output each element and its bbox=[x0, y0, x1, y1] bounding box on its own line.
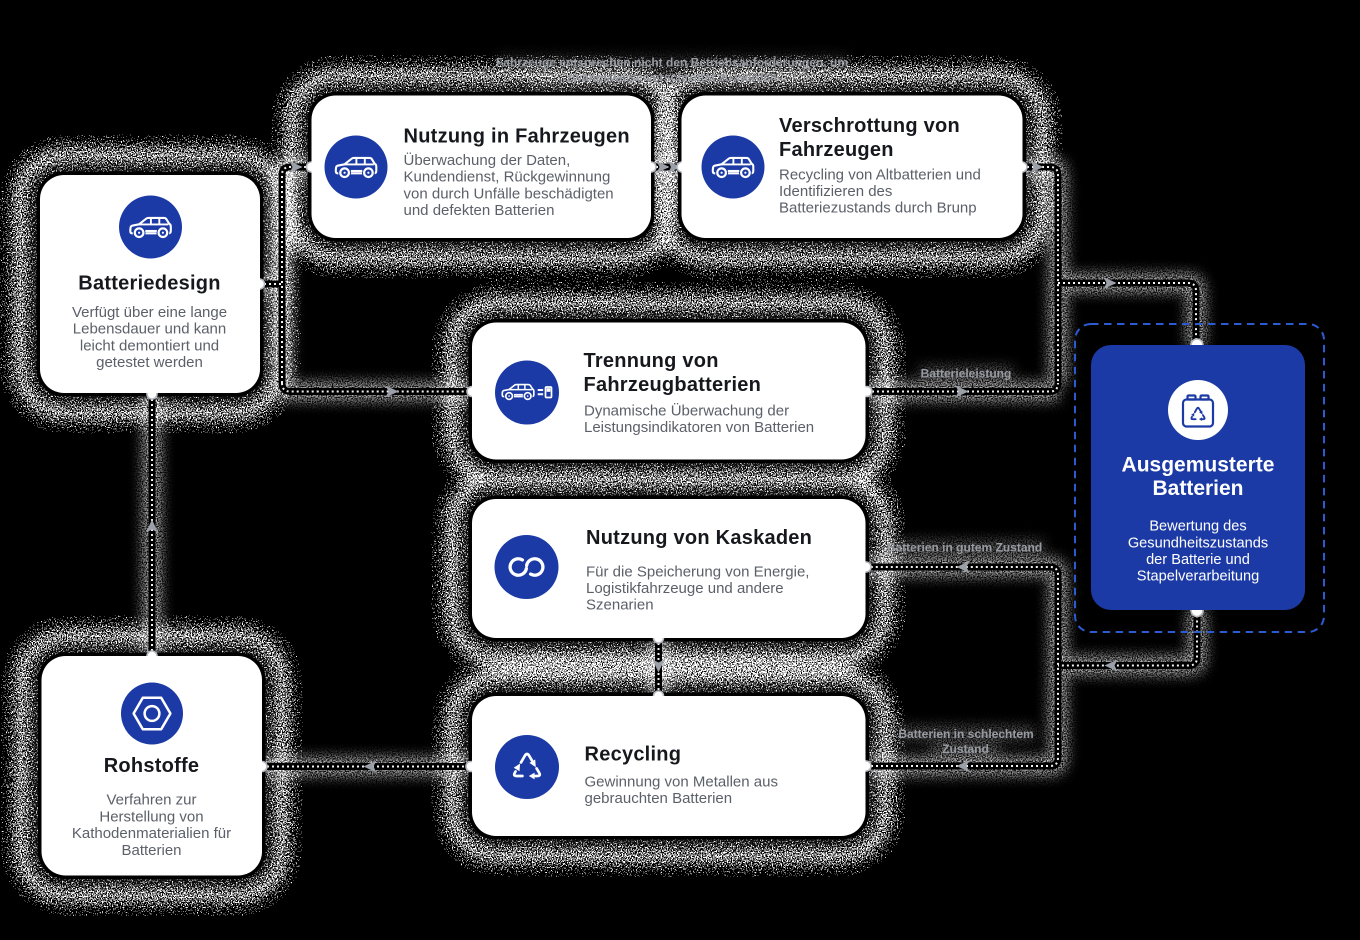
svg-text:getestet werden: getestet werden bbox=[96, 354, 203, 371]
svg-text:Recycling von Altbatterien und: Recycling von Altbatterien und bbox=[779, 166, 981, 183]
svg-text:Nutzung in Fahrzeugen: Nutzung in Fahrzeugen bbox=[404, 126, 630, 148]
svg-text:Szenarien: Szenarien bbox=[586, 597, 654, 614]
svg-text:Fahrzeugbatterien: Fahrzeugbatterien bbox=[584, 374, 762, 396]
svg-text:Batterieleistung: Batterieleistung bbox=[921, 367, 1012, 381]
svg-text:Leistungsindikatoren von Batte: Leistungsindikatoren von Batterien bbox=[584, 419, 814, 436]
svg-text:Überwachung der Daten,: Überwachung der Daten, bbox=[404, 151, 571, 169]
svg-text:Batterien in schlechtem: Batterien in schlechtem bbox=[898, 727, 1033, 741]
svg-text:von durch Unfälle beschädigten: von durch Unfälle beschädigten bbox=[404, 185, 614, 202]
svg-text:Batteriedesign: Batteriedesign bbox=[78, 273, 220, 295]
svg-text:Lebensdauer und kann: Lebensdauer und kann bbox=[73, 321, 226, 338]
svg-text:Kathodenmaterialien für: Kathodenmaterialien für bbox=[72, 825, 231, 842]
svg-text:Bewertung des: Bewertung des bbox=[1149, 519, 1246, 535]
svg-text:zwangsweise verschrottet zu we: zwangsweise verschrottet zu werden bbox=[567, 71, 778, 85]
svg-text:Ausgemusterte: Ausgemusterte bbox=[1122, 454, 1275, 477]
svg-text:Batteriezustands durch Brunp: Batteriezustands durch Brunp bbox=[779, 200, 977, 217]
svg-text:Verfügt über eine lange: Verfügt über eine lange bbox=[72, 304, 227, 321]
svg-text:Verfahren zur: Verfahren zur bbox=[106, 792, 196, 809]
svg-text:Fahrzeugen: Fahrzeugen bbox=[779, 139, 894, 161]
svg-text:Fahrzeuge entsprechen nicht de: Fahrzeuge entsprechen nicht den Betriebs… bbox=[496, 56, 848, 70]
svg-text:Logistikfahrzeuge und andere: Logistikfahrzeuge und andere bbox=[586, 580, 784, 597]
svg-text:Für die Speicherung von Energi: Für die Speicherung von Energie, bbox=[586, 563, 809, 580]
svg-text:Identifizieren des: Identifizieren des bbox=[779, 183, 892, 200]
svg-text:Nutzung von Kaskaden: Nutzung von Kaskaden bbox=[586, 527, 812, 549]
svg-text:Gewinnung von Metallen aus: Gewinnung von Metallen aus bbox=[585, 774, 778, 791]
svg-text:und defekten Batterien: und defekten Batterien bbox=[404, 202, 555, 219]
svg-text:Dynamische Überwachung der: Dynamische Überwachung der bbox=[584, 401, 789, 419]
svg-text:Kundendienst, Rückgewinnung: Kundendienst, Rückgewinnung bbox=[404, 169, 611, 186]
svg-text:Batterien: Batterien bbox=[1152, 477, 1243, 500]
svg-text:Trennung von: Trennung von bbox=[584, 350, 719, 372]
svg-text:Zustand: Zustand bbox=[942, 742, 989, 756]
svg-text:Rohstoffe: Rohstoffe bbox=[104, 755, 200, 777]
svg-text:gebrauchten Batterien: gebrauchten Batterien bbox=[585, 790, 733, 807]
svg-text:Stapelverarbeitung: Stapelverarbeitung bbox=[1137, 569, 1260, 585]
svg-text:der Batterie und: der Batterie und bbox=[1146, 552, 1250, 568]
svg-text:Batterien: Batterien bbox=[121, 842, 181, 859]
svg-text:Batterien in gutem Zustand: Batterien in gutem Zustand bbox=[887, 541, 1042, 555]
svg-text:Verschrottung von: Verschrottung von bbox=[779, 115, 960, 137]
svg-text:Herstellung von: Herstellung von bbox=[99, 808, 203, 825]
svg-text:leicht demontiert und: leicht demontiert und bbox=[80, 337, 219, 354]
svg-text:Gesundheitszustands: Gesundheitszustands bbox=[1128, 535, 1268, 551]
svg-text:Recycling: Recycling bbox=[585, 743, 682, 765]
